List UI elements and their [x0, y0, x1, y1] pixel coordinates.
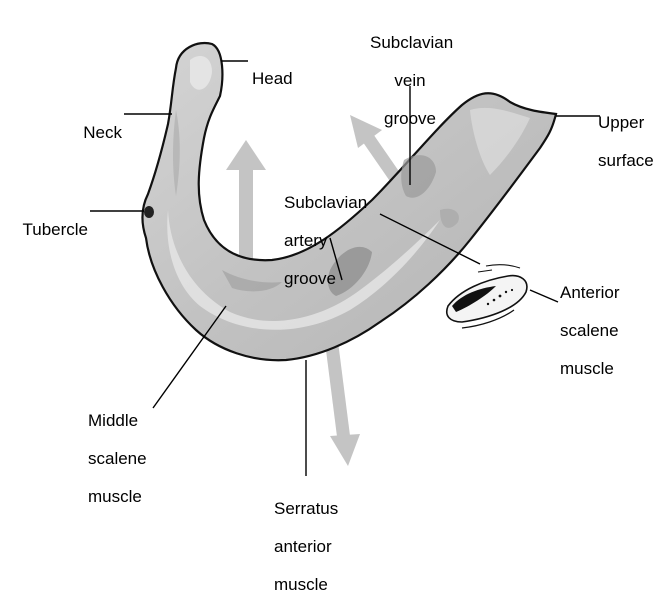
- label-msm-line1: Middle: [88, 411, 147, 430]
- label-asm-line3: muscle: [560, 359, 620, 378]
- label-sam-line3: muscle: [274, 575, 338, 594]
- label-svg-line3: groove: [370, 109, 450, 128]
- label-head-text: Head: [252, 69, 293, 88]
- label-svg-line2: vein: [370, 71, 450, 90]
- label-head: Head: [252, 50, 293, 107]
- label-upper-line1: Upper: [598, 113, 654, 132]
- anterior-scalene-tendon: [447, 265, 527, 328]
- label-subclavian-artery-groove: Subclavian artery groove: [284, 174, 367, 307]
- label-anterior-scalene-muscle: Anterior scalene muscle: [560, 264, 620, 397]
- label-sag-line3: groove: [284, 269, 367, 288]
- label-subclavian-vein-groove: Subclavian vein groove: [370, 14, 450, 147]
- label-sag-line2: artery: [284, 231, 367, 250]
- label-middle-scalene-muscle: Middle scalene muscle: [88, 392, 147, 525]
- label-upper-surface: Upper surface: [598, 94, 654, 189]
- label-neck: Neck: [70, 104, 122, 161]
- diagram-canvas: Head Neck Tubercle Subclavian vein groov…: [0, 0, 660, 547]
- label-sag-line1: Subclavian: [284, 193, 367, 212]
- label-asm-line2: scalene: [560, 321, 620, 340]
- label-tubercle: Tubercle: [4, 201, 88, 258]
- label-svg-line1: Subclavian: [370, 33, 450, 52]
- label-sam-line1: Serratus: [274, 499, 338, 518]
- label-tubercle-text: Tubercle: [4, 220, 88, 239]
- label-upper-line2: surface: [598, 151, 654, 170]
- label-msm-line2: scalene: [88, 449, 147, 468]
- label-asm-line1: Anterior: [560, 283, 620, 302]
- downward-arrow: [330, 330, 360, 466]
- label-msm-line3: muscle: [88, 487, 147, 506]
- leader-anterior-scalene-muscle-2: [530, 290, 558, 302]
- label-neck-text: Neck: [70, 123, 122, 142]
- upward-arrow: [226, 140, 266, 263]
